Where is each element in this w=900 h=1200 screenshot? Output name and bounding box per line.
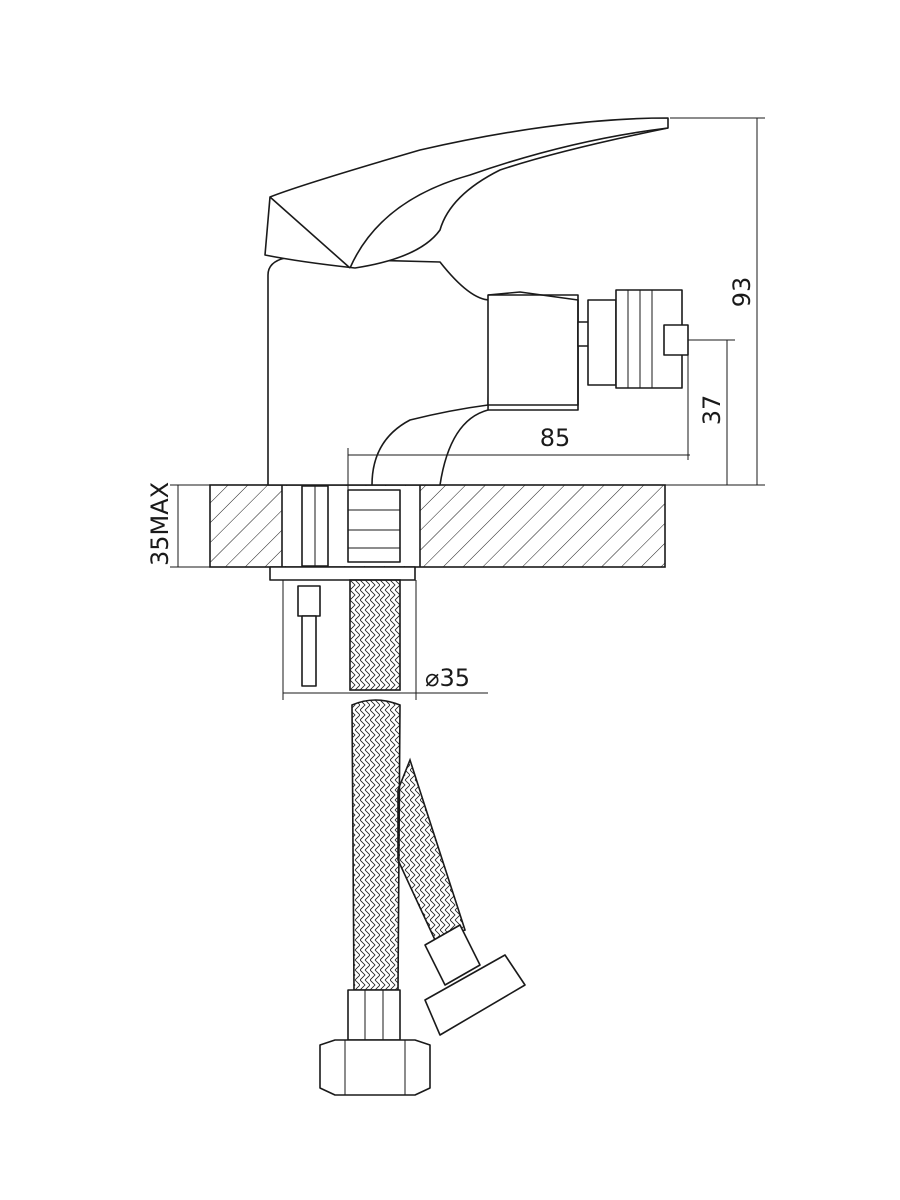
dimension-37: 37	[688, 339, 735, 485]
lever-handle[interactable]	[264, 117, 669, 269]
dimension-label-counter-thickness: 35MAX	[146, 482, 174, 566]
dimension-85: 85	[347, 340, 690, 490]
dimension-35max: 35MAX	[146, 482, 210, 568]
dimension-label-total-height: 93	[728, 277, 756, 308]
flexible-hose-2	[397, 757, 526, 1036]
dimension-label-outlet-height: 37	[698, 395, 726, 426]
dimension-label-reach: 85	[540, 424, 571, 452]
faucet-body	[267, 257, 579, 486]
dimension-93: 93	[665, 117, 765, 486]
dimension-diameter-35: ⌀35	[282, 580, 488, 700]
mounting-hardware	[269, 489, 416, 687]
dimension-label-hole-diameter: ⌀35	[425, 664, 470, 692]
countertop-section	[209, 484, 666, 568]
flexible-hose-1	[319, 579, 431, 1096]
bidet-nozzle	[577, 289, 689, 389]
